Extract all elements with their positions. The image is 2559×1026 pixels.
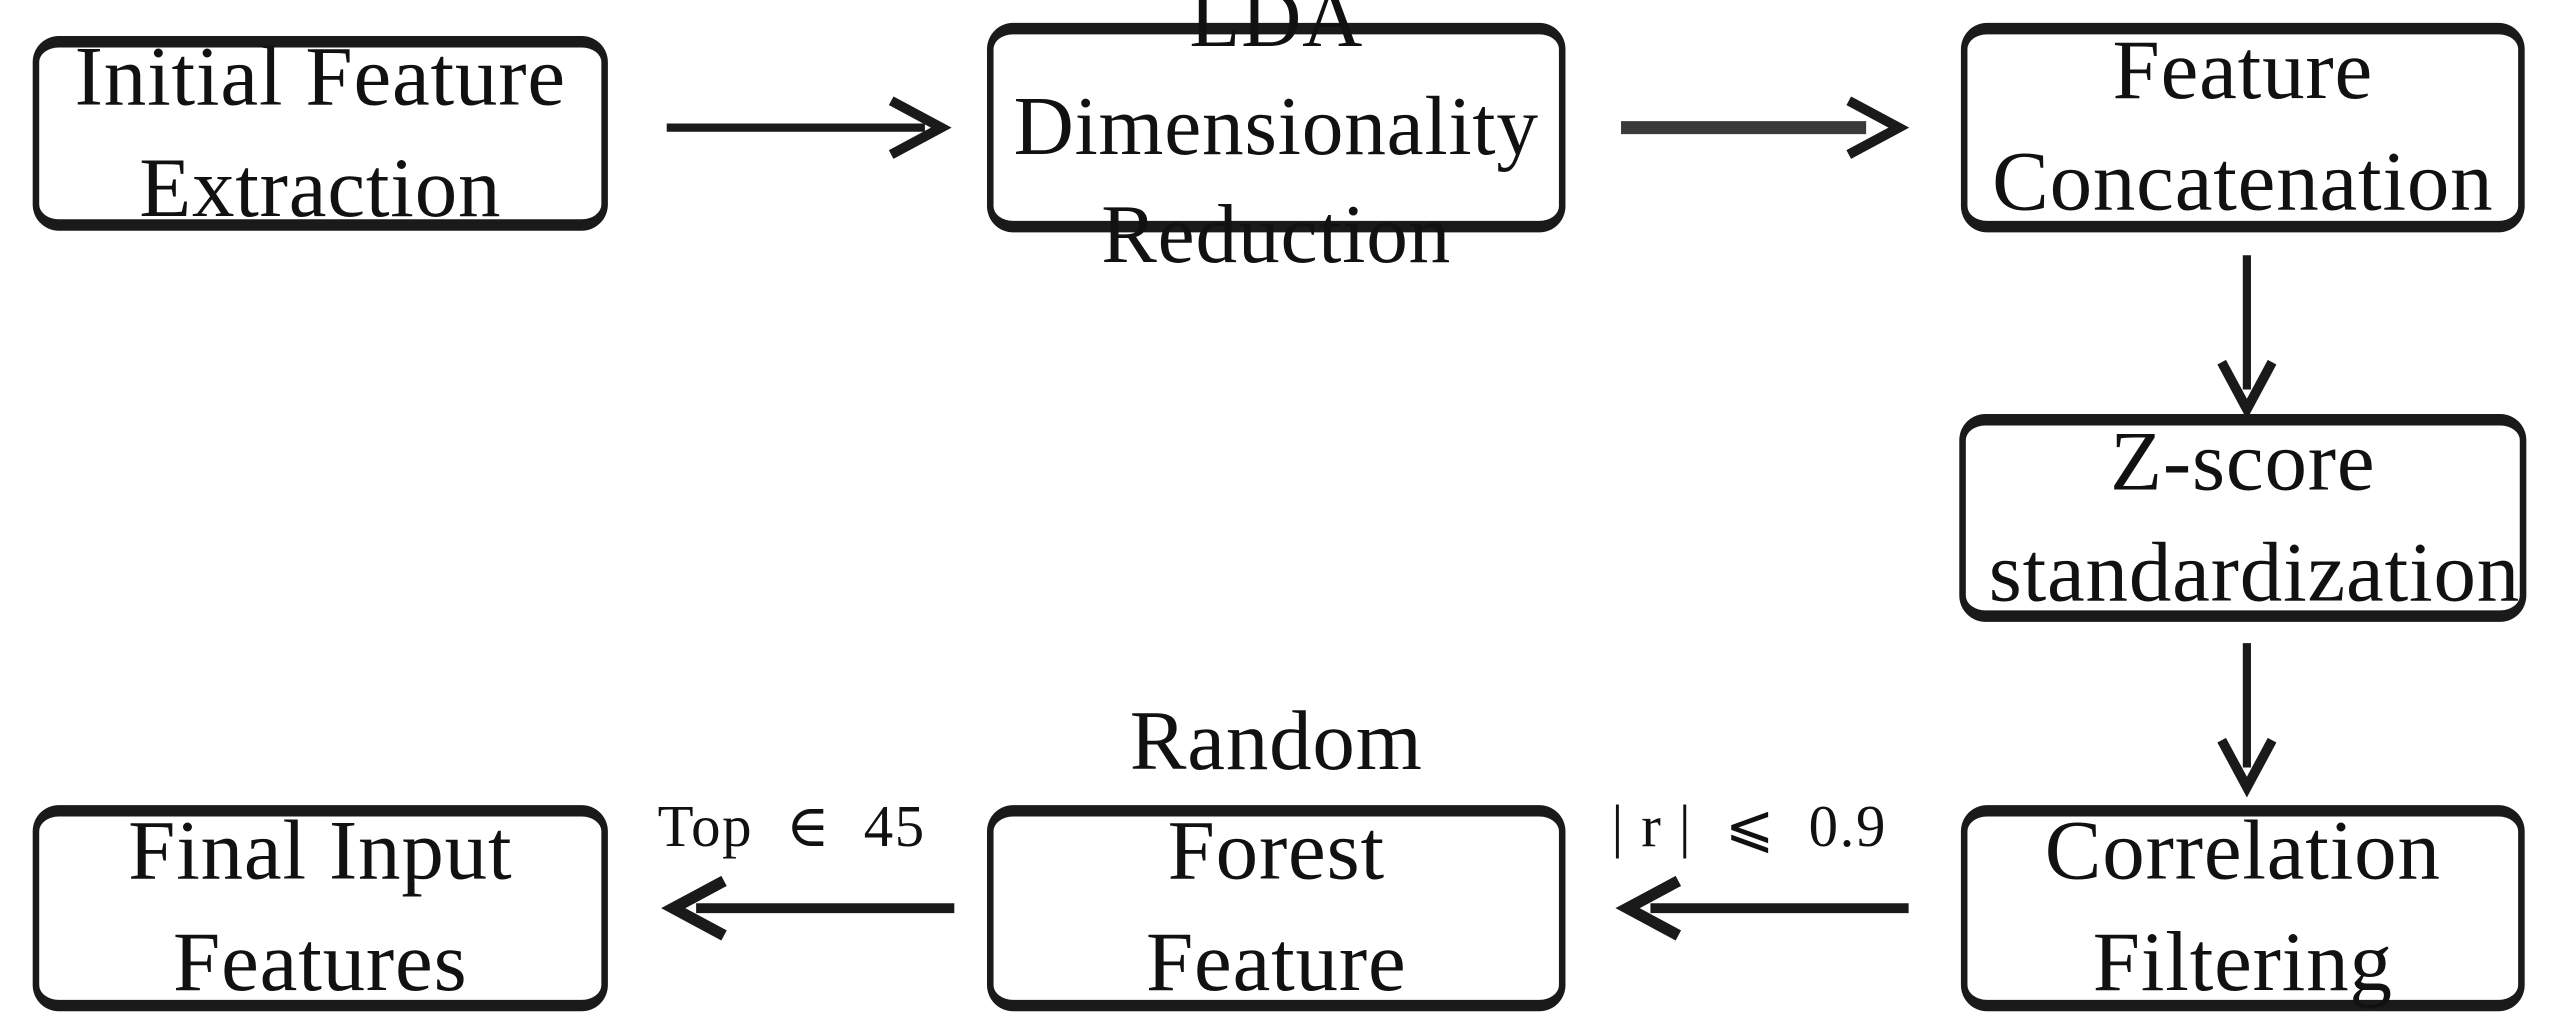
node-label: Initial Feature Extraction bbox=[74, 30, 566, 235]
node-label: Final Input Features bbox=[128, 805, 513, 1010]
node-lda-dimensionality-reduction[interactable]: LDA Dimensionality Reduction bbox=[986, 0, 1566, 282]
arrow-lda-to-concatenation bbox=[1621, 95, 1910, 160]
node-label: Z-score standardization bbox=[1988, 415, 2521, 620]
node-correlation-filtering[interactable]: Correlation Filtering bbox=[1960, 805, 2525, 1012]
node-label: Feature Concatenation bbox=[1992, 25, 2494, 230]
node-random-forest-feature-ranking[interactable]: Random Forest Feature Ranking bbox=[986, 695, 1566, 1012]
arrow-zscore-to-correlation bbox=[2214, 643, 2279, 798]
node-feature-concatenation[interactable]: Feature Concatenation bbox=[1960, 22, 2525, 233]
node-final-input-features[interactable]: Final Input Features bbox=[32, 805, 608, 1012]
node-initial-feature-extraction[interactable]: Initial Feature Extraction bbox=[32, 31, 608, 235]
node-label: LDA Dimensionality Reduction bbox=[1013, 0, 1539, 282]
arrow-correlation-to-ranking bbox=[1615, 875, 1909, 941]
edge-label-top-features: Top ∈ 45 bbox=[657, 793, 926, 860]
node-label: Correlation Filtering bbox=[2044, 805, 2441, 1010]
node-label: Random Forest Feature Ranking bbox=[1129, 695, 1423, 1010]
node-z-score-standardization[interactable]: Z-score standardization bbox=[1959, 414, 2527, 622]
arrow-ranking-to-final bbox=[661, 875, 955, 941]
arrow-extraction-to-lda bbox=[666, 95, 952, 160]
arrow-concatenation-to-zscore bbox=[2214, 255, 2279, 420]
edge-label-correlation-threshold: | r | ⩽ 0.9 bbox=[1611, 793, 1888, 860]
